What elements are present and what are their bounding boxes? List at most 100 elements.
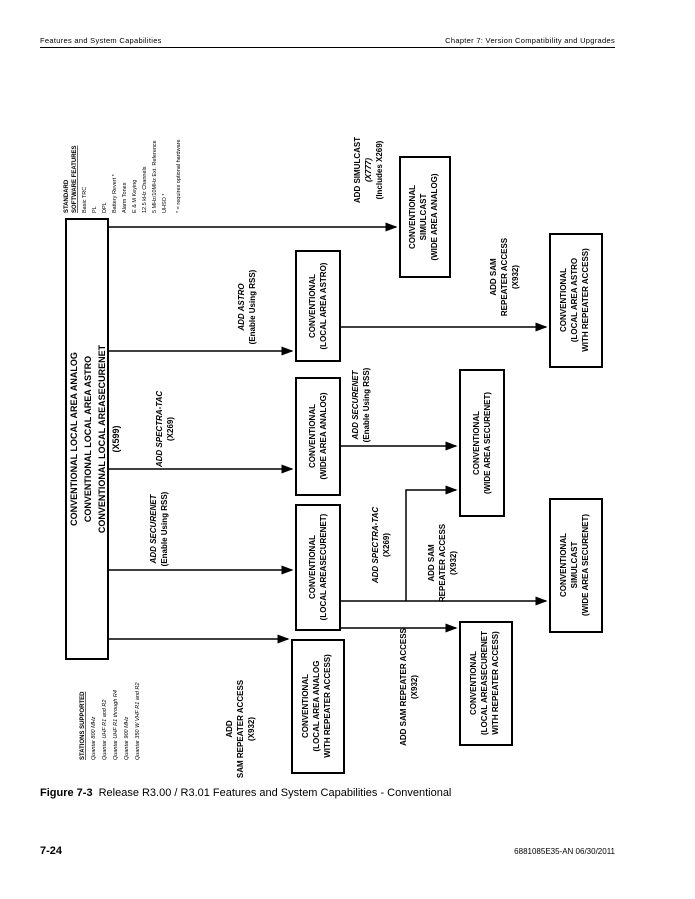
svg-text:(LOCAL AREA ASTRO): (LOCAL AREA ASTRO) [319,262,328,349]
label-add-securenet-2: ADD SECURENET (Enable Using RSS) [351,367,371,442]
svg-text:(X932): (X932) [410,675,419,699]
page-number: 7-24 [40,845,63,857]
svg-text:REPEATER ACCESS: REPEATER ACCESS [438,523,447,602]
svg-text:SOFTWARE FEATURES: SOFTWARE FEATURES [72,145,78,213]
svg-text:UHSO *: UHSO * [162,193,168,213]
box-local-analog-repeater: CONVENTIONAL (LOCAL AREA ANALOG WITH REP… [291,639,345,774]
header-rule [40,47,615,48]
label-add-sam-bottom: ADD SAM REPEATER ACCESS (X932) [399,627,419,745]
svg-text:(WIDE AREA ANALOG): (WIDE AREA ANALOG) [319,392,328,479]
svg-text:ADD SECURENET: ADD SECURENET [149,493,158,564]
svg-text:CONVENTIONAL: CONVENTIONAL [308,274,317,338]
box-local-astro: CONVENTIONAL (LOCAL AREA ASTRO) [295,250,341,362]
svg-text:12.5 kHz Channels: 12.5 kHz Channels [142,166,148,213]
svg-text:CONVENTIONAL: CONVENTIONAL [472,411,481,475]
svg-text:(WIDE AREA ANALOG): (WIDE AREA ANALOG) [430,173,439,260]
label-add-securenet-1: ADD SECURENET (Enable Using RSS) [149,491,169,566]
svg-text:DPL: DPL [102,202,108,213]
main-line-3: CONVENTIONAL LOCAL AREASECURENET [97,344,107,533]
main-box: CONVENTIONAL LOCAL AREA ANALOG CONVENTIO… [65,218,121,660]
svg-text:(Enable Using RSS): (Enable Using RSS) [160,491,169,566]
svg-text:ADD SPECTRA-TAC: ADD SPECTRA-TAC [155,391,164,469]
svg-text:WITH REPEATER ACCESS): WITH REPEATER ACCESS) [323,654,332,758]
svg-text:Quantar UHF R1 and R2: Quantar UHF R1 and R2 [102,700,108,760]
running-header-right: Chapter 7: Version Compatibility and Upg… [445,36,615,45]
svg-text:(LOCAL AREASECURENET): (LOCAL AREASECURENET) [319,513,328,620]
svg-text:(X777): (X777) [364,158,373,182]
svg-text:(WIDE AREA SECURENET): (WIDE AREA SECURENET) [581,514,590,616]
svg-text:(LOCAL AREA ANALOG: (LOCAL AREA ANALOG [312,661,321,752]
svg-text:ADD SAM: ADD SAM [427,544,436,582]
svg-text:5 MHz/10MHz Ext. Reference: 5 MHz/10MHz Ext. Reference [152,140,158,213]
label-add-sam-right: ADD SAM REPEATER ACCESS (X932) [489,237,520,316]
svg-text:(X932): (X932) [449,551,458,575]
svg-text:WITH REPEATER ACCESS): WITH REPEATER ACCESS) [581,248,590,352]
svg-text:(LOCAL AREA ASTRO: (LOCAL AREA ASTRO [570,258,579,342]
figure-number: Figure 7-3 [40,787,93,799]
box-local-astro-repeater: CONVENTIONAL (LOCAL AREA ASTRO WITH REPE… [549,233,603,368]
feature-diagram: CONVENTIONAL LOCAL AREA ANALOG CONVENTIO… [64,137,603,778]
main-line-4: (X599) [111,425,121,452]
connector-lines [108,222,548,644]
svg-text:ADD SECURENET: ADD SECURENET [351,369,360,440]
label-add-sam-mid: ADD SAM REPEATER ACCESS (X932) [427,523,458,602]
figure-caption: Figure 7-3 Release R3.00 / R3.01 Features… [40,787,451,799]
svg-text:SIMULCAST: SIMULCAST [419,194,428,241]
svg-text:ADD SAM REPEATER ACCESS: ADD SAM REPEATER ACCESS [399,627,408,745]
box-simulcast-analog: CONVENTIONAL SIMULCAST (WIDE AREA ANALOG… [399,156,451,278]
standard-features-panel: STANDARD SOFTWARE FEATURES Basic TRC PL … [64,139,182,213]
svg-text:SIMULCAST: SIMULCAST [570,542,579,589]
svg-text:Quantar 900 MHz: Quantar 900 MHz [124,716,130,760]
svg-text:ADD SAM: ADD SAM [489,258,498,296]
svg-text:PL: PL [92,206,98,213]
svg-text:ADD SIMULCAST: ADD SIMULCAST [353,137,362,203]
svg-text:Quantar UHF R1 through R4: Quantar UHF R1 through R4 [113,690,119,760]
label-spectra-tac-2: ADD SPECTRA-TAC (X269) [371,507,391,585]
main-line-1: CONVENTIONAL LOCAL AREA ANALOG [69,352,79,526]
svg-text:(LOCAL AREASECURENET: (LOCAL AREASECURENET [480,631,489,735]
running-header-left: Features and System Capabilities [40,36,162,45]
box-simulcast-securenet: CONVENTIONAL SIMULCAST (WIDE AREA SECURE… [549,498,603,633]
svg-text:(X932): (X932) [247,717,256,741]
label-spectra-tac-1: ADD SPECTRA-TAC (X269) [155,391,175,469]
box-wide-securenet: CONVENTIONAL (WIDE AREA SECURENET) [459,369,505,517]
svg-text:CONVENTIONAL: CONVENTIONAL [308,535,317,599]
svg-text:ADD: ADD [225,720,234,738]
label-add-astro: ADD ASTRO (Enable Using RSS) [237,269,257,344]
box-local-securenet: CONVENTIONAL (LOCAL AREASECURENET) [295,504,341,631]
label-add-simulcast: ADD SIMULCAST (X777) (Includes X269) [353,137,384,203]
svg-text:WITH REPEATER ACCESS): WITH REPEATER ACCESS) [491,631,500,735]
svg-text:Quantar 350 W VHF R1 and R2: Quantar 350 W VHF R1 and R2 [135,682,141,760]
svg-text:* = requires optional hardware: * = requires optional hardware [176,139,182,213]
svg-text:CONVENTIONAL: CONVENTIONAL [408,185,417,249]
svg-text:(Enable Using RSS): (Enable Using RSS) [248,269,257,344]
svg-text:ADD SPECTRA-TAC: ADD SPECTRA-TAC [371,507,380,585]
svg-text:CONVENTIONAL: CONVENTIONAL [308,404,317,468]
svg-text:(X269): (X269) [382,533,391,557]
svg-text:(WIDE AREA SECURENET): (WIDE AREA SECURENET) [483,392,492,494]
label-add-sam-left: ADD SAM REPEATER ACCESS (X932) [225,679,256,778]
svg-text:Quantar 800 MHz: Quantar 800 MHz [91,716,97,760]
main-line-2: CONVENTIONAL LOCAL AREA ASTRO [83,356,93,522]
document-id: 6881085E35-AN 06/30/2011 [514,847,615,856]
svg-text:ADD ASTRO: ADD ASTRO [237,283,246,332]
svg-text:CONVENTIONAL: CONVENTIONAL [301,674,310,738]
figure-title: Release R3.00 / R3.01 Features and Syste… [98,787,452,799]
svg-text:(Includes X269): (Includes X269) [375,140,384,199]
svg-text:Alarm Tones: Alarm Tones [122,182,128,213]
svg-text:(Enable Using RSS): (Enable Using RSS) [362,367,371,442]
box-wide-analog: CONVENTIONAL (WIDE AREA ANALOG) [295,377,341,496]
svg-text:CONVENTIONAL: CONVENTIONAL [469,651,478,715]
stations-supported-panel: STATIONS SUPPORTED Quantar 800 MHz Quant… [80,682,141,760]
svg-text:REPEATER ACCESS: REPEATER ACCESS [500,237,509,316]
svg-text:Basic TRC: Basic TRC [82,187,88,213]
svg-text:STATIONS SUPPORTED: STATIONS SUPPORTED [80,691,86,760]
svg-text:STANDARD: STANDARD [64,179,70,213]
svg-text:CONVENTIONAL: CONVENTIONAL [559,533,568,597]
svg-text:Battery Revert *: Battery Revert * [112,173,118,213]
svg-text:(X932): (X932) [511,265,520,289]
svg-text:SAM REPEATER ACCESS: SAM REPEATER ACCESS [236,679,245,778]
box-local-securenet-repeater: CONVENTIONAL (LOCAL AREASECURENET WITH R… [459,621,513,746]
svg-text:CONVENTIONAL: CONVENTIONAL [559,268,568,332]
svg-text:E & M Keying: E & M Keying [132,180,138,213]
